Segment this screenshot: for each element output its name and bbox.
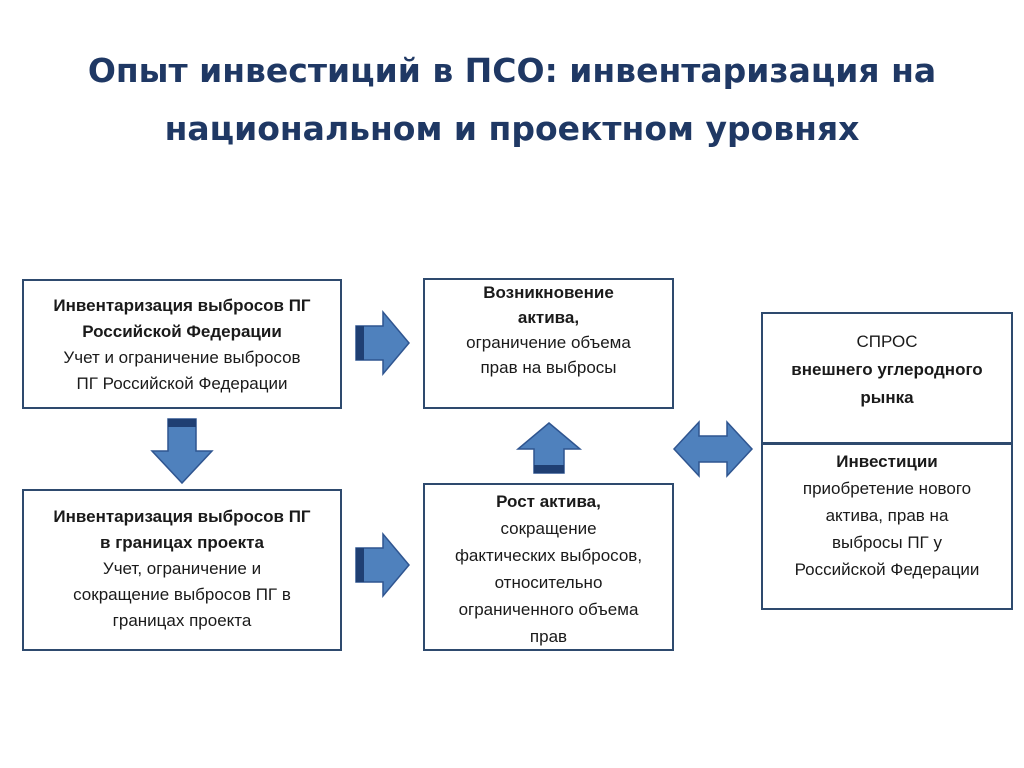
asset-emergence-body-2: прав на выбросы bbox=[480, 358, 617, 377]
demand-box: СПРОС внешнего углеродного рынка bbox=[761, 312, 1013, 444]
inventory-project-box: Инвентаризация выбросов ПГ в границах пр… bbox=[22, 489, 342, 651]
arrow-double-horizontal-icon bbox=[672, 420, 754, 478]
inventory-project-body-1: Учет, ограничение и bbox=[102, 559, 262, 578]
arrow-down-icon bbox=[150, 418, 214, 485]
inventory-rf-heading-2: Российской Федерации bbox=[82, 322, 282, 341]
demand-heading-2: внешнего углеродного bbox=[791, 360, 983, 379]
investments-body-1: приобретение нового bbox=[802, 479, 972, 498]
arrow-right-top-icon bbox=[355, 309, 410, 377]
asset-emergence-heading-2: актива, bbox=[517, 308, 580, 327]
arrow-up-icon bbox=[515, 422, 583, 474]
inventory-rf-body-1: Учет и ограничение выбросов bbox=[63, 348, 301, 367]
demand-heading-3: рынка bbox=[860, 388, 914, 407]
asset-emergence-box: Возникновение актива, ограничение объема… bbox=[423, 278, 674, 409]
asset-growth-body-3: относительно bbox=[494, 573, 603, 592]
inventory-project-heading-1: Инвентаризация выбросов ПГ bbox=[53, 507, 311, 526]
investments-box: Инвестиции приобретение нового актива, п… bbox=[761, 443, 1013, 610]
inventory-rf-box: Инвентаризация выбросов ПГ Российской Фе… bbox=[22, 279, 342, 409]
investments-body-3: выбросы ПГ у bbox=[832, 533, 942, 552]
investments-body-2: актива, прав на bbox=[825, 506, 949, 525]
asset-growth-box: Рост актива, сокращение фактических выбр… bbox=[423, 483, 674, 651]
title-line-1: Опыт инвестиций в ПСО: инвентаризация на bbox=[87, 51, 937, 90]
inventory-project-body-2: сокращение выбросов ПГ в bbox=[73, 585, 291, 604]
inventory-project-body-3: границах проекта bbox=[112, 611, 252, 630]
asset-growth-body-4: ограниченного объема bbox=[458, 600, 639, 619]
page-title: Опыт инвестиций в ПСО: инвентаризация на… bbox=[40, 42, 984, 158]
asset-growth-body-2: фактических выбросов, bbox=[454, 546, 643, 565]
investments-body-4: Российской Федерации bbox=[794, 560, 980, 579]
asset-emergence-body-1: ограничение объема bbox=[466, 333, 631, 352]
inventory-project-heading-2: в границах проекта bbox=[100, 533, 264, 552]
arrow-right-bottom-icon bbox=[355, 531, 410, 599]
asset-growth-heading-1: Рост актива, bbox=[496, 492, 601, 511]
asset-emergence-heading-1: Возникновение bbox=[483, 283, 614, 302]
demand-heading-1: СПРОС bbox=[856, 332, 918, 351]
inventory-rf-body-2: ПГ Российской Федерации bbox=[76, 374, 288, 393]
asset-growth-body-5: прав bbox=[529, 627, 568, 646]
inventory-rf-heading-1: Инвентаризация выбросов ПГ bbox=[53, 296, 311, 315]
investments-heading-1: Инвестиции bbox=[836, 452, 938, 471]
title-line-2: национальном и проектном уровнях bbox=[164, 109, 860, 148]
asset-growth-body-1: сокращение bbox=[500, 519, 597, 538]
